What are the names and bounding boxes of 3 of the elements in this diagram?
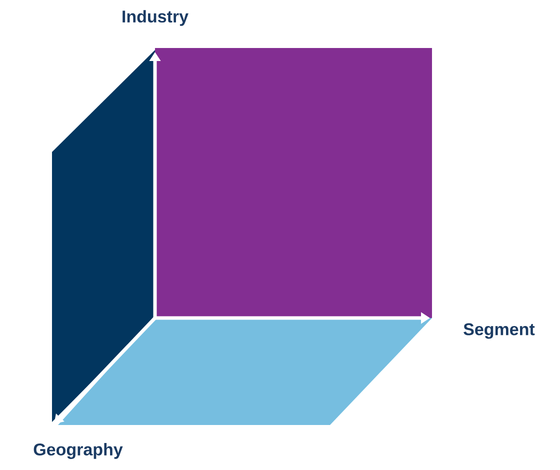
axis-label: Industry (122, 10, 188, 26)
axis-label: Segment (464, 323, 535, 339)
axis-label: Geography (34, 443, 123, 459)
